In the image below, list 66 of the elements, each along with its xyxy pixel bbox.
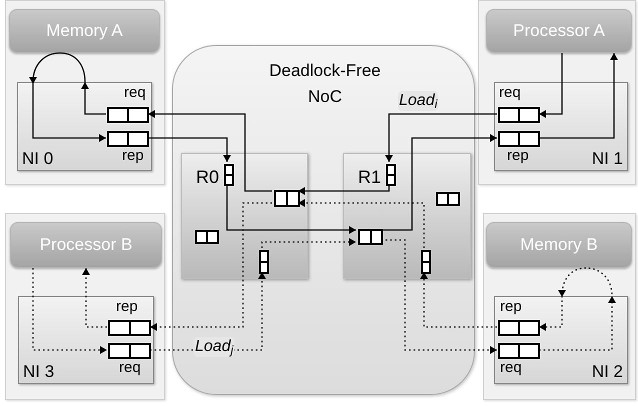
component-label: Memory B [520,234,598,256]
arrow [539,53,563,118]
network-title: Deadlock-Free NoC [268,60,382,108]
arrow [82,268,107,328]
arrow [385,113,497,162]
buffer-queue [108,343,151,359]
buffer-queue [498,107,540,123]
network-interface-box [18,296,154,384]
buffer-queue [107,107,149,123]
buffer-label: req [119,359,141,377]
buffer-queue [498,320,540,336]
buffer-queue [498,131,540,147]
buffer-queue [195,230,219,244]
component-box [486,9,632,53]
buffer-queue [274,190,300,207]
component-box [10,222,162,268]
buffer-queue [421,250,431,274]
edge-label: Load$_{j}$ [194,337,234,357]
buffer-queue [107,131,149,147]
component-box [486,222,632,268]
interface-label: NI 2 [592,361,623,383]
arrow [148,110,272,192]
buffer-label: req [499,84,521,102]
buffer-label: rep [500,298,522,316]
buffer-queue [108,320,151,336]
interface-label: NI 3 [23,361,54,383]
router-box [181,153,308,279]
component-label: Processor A [513,20,605,42]
arrow [381,134,497,231]
buffer-queue [436,192,460,206]
arrow [29,52,106,142]
edge-label: Load$_{i}$ [398,91,438,111]
buffer-label: rep [116,298,138,316]
arrow [148,137,231,162]
arrow [32,268,107,354]
arrow [539,267,616,351]
arrow [420,272,497,328]
component-label: Memory A [46,20,123,42]
network-region [172,45,475,395]
arrow [150,202,272,331]
arrow [261,238,356,248]
arrow [539,53,618,139]
buffer-queue [498,343,540,359]
buffer-queue [358,229,383,245]
buffer-label: req [500,359,522,377]
router-label: R0 [196,166,220,188]
buffer-label: req [124,84,146,102]
buffer-queue [259,250,269,274]
interface-label: NI 0 [22,148,54,170]
interface-label: NI 1 [592,148,623,170]
buffer-queue [224,164,234,186]
component-box [9,9,160,53]
buffer-queue [386,164,396,186]
network-interface-box [494,82,628,171]
arrow [59,52,106,115]
arrow [539,267,586,331]
arrow [298,184,390,195]
router-label: R1 [358,166,382,188]
network-interface-box [494,296,628,384]
network-interface-box [17,82,152,171]
router-box [343,153,471,279]
component-label: Processor B [40,234,132,256]
buffer-label: rep [122,147,144,165]
buffer-label: rep [507,147,529,165]
arrow [226,184,356,234]
arrow [298,199,425,248]
